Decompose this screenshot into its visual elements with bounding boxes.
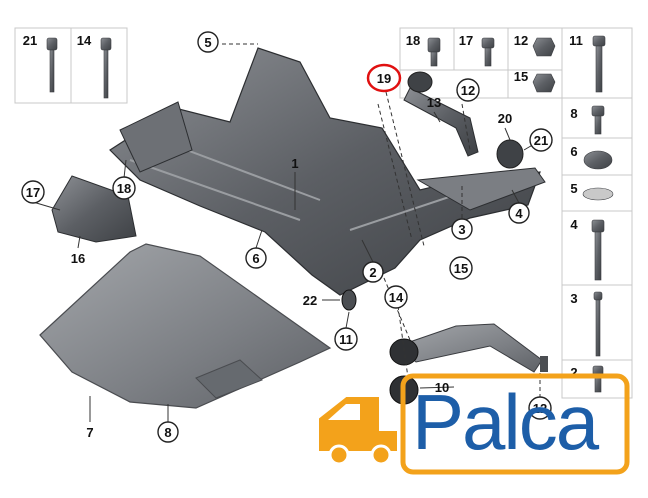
wishbone bbox=[397, 323, 543, 373]
callout-ring bbox=[456, 78, 480, 102]
callout-label: 2 bbox=[369, 265, 376, 280]
callout-c12a: 12 bbox=[456, 78, 480, 102]
callout-ring bbox=[451, 218, 473, 240]
callout-ring bbox=[362, 261, 384, 283]
subframe bbox=[109, 47, 546, 296]
callout-c16: 16 bbox=[71, 251, 85, 266]
callout-ring bbox=[528, 396, 552, 420]
callout-label: 21 bbox=[534, 133, 548, 148]
callout-c18a: 18 bbox=[112, 176, 136, 200]
callout-label: 15 bbox=[454, 261, 468, 276]
callout-ring bbox=[112, 176, 136, 200]
callout-c22: 22 bbox=[303, 293, 317, 308]
truck-wheel-rear bbox=[370, 444, 392, 466]
callout-label: 10 bbox=[435, 380, 449, 395]
callout-c11a: 11 bbox=[334, 327, 358, 351]
callout-c12b: 12 bbox=[528, 396, 552, 420]
legend-label-l11: 11 bbox=[569, 33, 583, 48]
callout-c5: 5 bbox=[197, 31, 219, 53]
callout-c6: 6 bbox=[245, 247, 267, 269]
callout-c19: 19 bbox=[366, 63, 402, 93]
callout-label: 17 bbox=[26, 185, 40, 200]
legend-label-l14: 14 bbox=[77, 33, 92, 48]
legend-label-l15: 15 bbox=[514, 69, 528, 84]
legend-label-l2: 2 bbox=[570, 365, 577, 380]
callout-ring bbox=[197, 31, 219, 53]
brand-name: Palca bbox=[412, 378, 599, 466]
solid-leaders bbox=[32, 111, 542, 422]
callout-label: 22 bbox=[303, 293, 317, 308]
callout-c10: 10 bbox=[435, 380, 449, 395]
legend-label-l6: 6 bbox=[570, 144, 577, 159]
callout-label: 11 bbox=[339, 332, 353, 347]
callout-label: 8 bbox=[164, 425, 171, 440]
callout-ring bbox=[157, 421, 179, 443]
truck-wheel-front bbox=[328, 444, 350, 466]
legend-label-l18: 18 bbox=[406, 33, 420, 48]
callout-label: 20 bbox=[498, 111, 512, 126]
callout-ring bbox=[384, 285, 408, 309]
callout-c13: 13 bbox=[427, 95, 441, 110]
callout-c3: 3 bbox=[451, 218, 473, 240]
callout-c20: 20 bbox=[498, 111, 512, 126]
palca-logo bbox=[317, 373, 630, 475]
callout-ring bbox=[508, 202, 530, 224]
callout-label: 12 bbox=[533, 401, 547, 416]
callout-c7: 7 bbox=[86, 425, 93, 440]
truck-icon bbox=[317, 395, 399, 453]
legend-label-l17: 17 bbox=[459, 33, 473, 48]
callout-label: 6 bbox=[252, 251, 259, 266]
highlight-ring bbox=[366, 63, 402, 93]
control-arm-13 bbox=[403, 87, 479, 157]
legend-label-l5: 5 bbox=[570, 181, 577, 196]
callout-label: 18 bbox=[117, 181, 131, 196]
callout-ring bbox=[449, 256, 473, 280]
legend-grid bbox=[14, 27, 633, 399]
legend-label-l4: 4 bbox=[570, 217, 578, 232]
callout-ring bbox=[245, 247, 267, 269]
legend-parts bbox=[46, 35, 614, 393]
callout-label: 16 bbox=[71, 251, 85, 266]
callout-c2: 2 bbox=[362, 261, 384, 283]
callout-c15a: 15 bbox=[449, 256, 473, 280]
legend-label-l12: 12 bbox=[514, 33, 528, 48]
callout-label: 3 bbox=[458, 222, 465, 237]
underbody-shield bbox=[39, 243, 332, 409]
callout-ring bbox=[21, 180, 45, 204]
callout-label: 19 bbox=[377, 71, 391, 86]
callout-layer: 5 19 13 12 20 21 1 17 18 4 3 16 6 15 2 14 22 11 10 7 8 12 bbox=[21, 31, 553, 443]
callout-label: 13 bbox=[427, 95, 441, 110]
callout-label: 1 bbox=[291, 156, 298, 171]
callout-label: 4 bbox=[515, 206, 523, 221]
legend-label-l3: 3 bbox=[570, 291, 577, 306]
callout-c17a: 17 bbox=[21, 180, 45, 204]
callout-c8: 8 bbox=[157, 421, 179, 443]
callout-ring bbox=[334, 327, 358, 351]
callout-ring bbox=[529, 128, 553, 152]
callout-label: 5 bbox=[204, 35, 211, 50]
callout-label: 7 bbox=[86, 425, 93, 440]
logo-border bbox=[400, 373, 630, 475]
callout-label: 12 bbox=[461, 83, 475, 98]
callout-c14a: 14 bbox=[384, 285, 408, 309]
callout-c21: 21 bbox=[529, 128, 553, 152]
bushing-22 bbox=[341, 289, 357, 311]
legend-label-l8: 8 bbox=[570, 106, 577, 121]
callout-c1: 1 bbox=[291, 156, 298, 171]
legend-label-l21: 21 bbox=[23, 33, 37, 48]
callout-label: 14 bbox=[389, 290, 404, 305]
callout-c4: 4 bbox=[508, 202, 530, 224]
